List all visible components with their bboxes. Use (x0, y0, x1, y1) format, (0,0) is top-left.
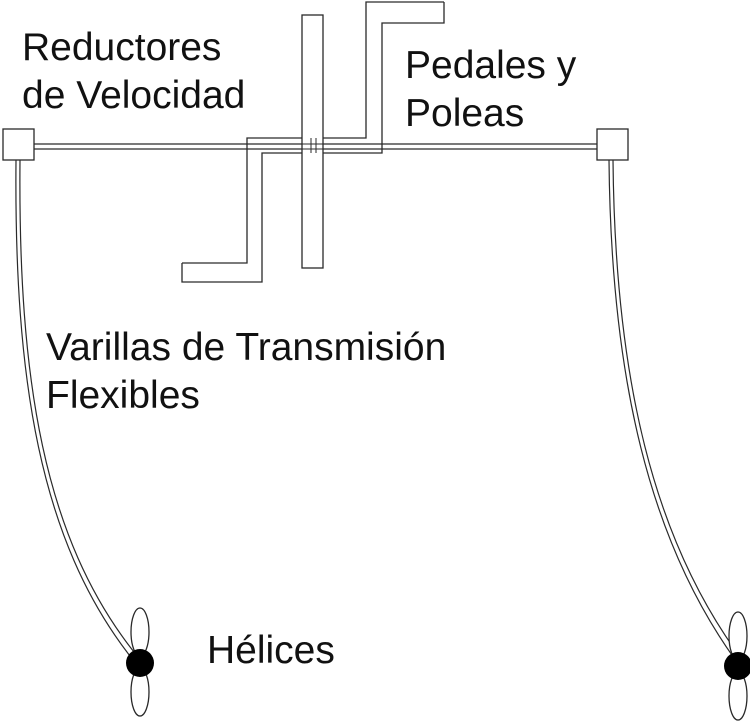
right-flexible-rod (608, 159, 739, 659)
pedals-pulleys-label: Pedales y Poleas (405, 42, 576, 138)
propellers-label: Hélices (207, 627, 335, 675)
flexible-rods-label-line2: Flexibles (46, 374, 200, 417)
left-propeller-hub (126, 649, 154, 677)
left-pedal-crank (181, 137, 317, 283)
right-speed-reducer (596, 128, 629, 161)
speed-reducers-label-line1: Reductores (22, 26, 222, 69)
speed-reducers-label-line2: de Velocidad (22, 74, 246, 117)
propellers-label-text: Hélices (207, 629, 335, 672)
right-propeller (724, 611, 750, 721)
pedals-pulleys-label-line2: Poleas (405, 92, 525, 135)
pedals-pulleys-label-line1: Pedales y (405, 44, 577, 87)
flexible-rods-label-line1: Varillas de Transmisión (46, 326, 447, 369)
flexible-rods-label: Varillas de Transmisión Flexibles (46, 324, 446, 420)
left-propeller (126, 607, 154, 717)
left-flexible-rod (15, 159, 135, 657)
speed-reducers-label: Reductores de Velocidad (22, 24, 245, 120)
pulley (301, 14, 324, 269)
right-propeller-hub (724, 652, 750, 680)
left-speed-reducer (2, 128, 35, 161)
